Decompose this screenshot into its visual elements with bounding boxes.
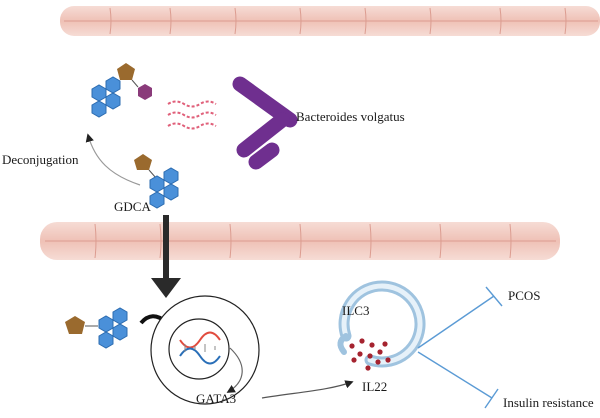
bile-acid-hexagons-bottom [98,307,128,349]
tissue-band-top [60,6,600,36]
gata3-arrow [226,347,243,393]
inhibition-lines [417,286,503,409]
gata3-label: GATA3 [196,391,237,406]
gdca-label: GDCA [114,199,151,214]
bacterial-flagella [167,100,217,130]
bile-acid-hexagons-top [91,76,121,118]
gata3-to-ilc3-arrow [261,380,354,399]
deconjugation-label: Deconjugation [2,152,79,167]
bacteroides-label: Bacteroides volgatus [296,109,405,124]
ilc3-label: ILC3 [342,303,370,318]
tissue-band-middle [40,222,560,260]
insulin-resistance-label: Insulin resistance [503,395,594,410]
bond-line-top [131,79,139,88]
pcos-label: PCOS [508,288,541,303]
glycine-pentagon-middle [134,154,152,170]
ilc3-cell [337,280,426,368]
il22-label: IL22 [362,379,388,394]
dna-icon [179,331,221,365]
deconjugation-arrow [85,133,141,186]
bacteroides-icon [232,76,298,170]
glycine-pentagon-top [117,63,135,80]
bile-acid-hexagons-middle [149,167,179,209]
il22-dots [349,338,391,371]
translocation-arrow [151,215,181,298]
glycine-pentagon-bottom [65,316,85,334]
small-purple-hexagon [138,84,152,100]
